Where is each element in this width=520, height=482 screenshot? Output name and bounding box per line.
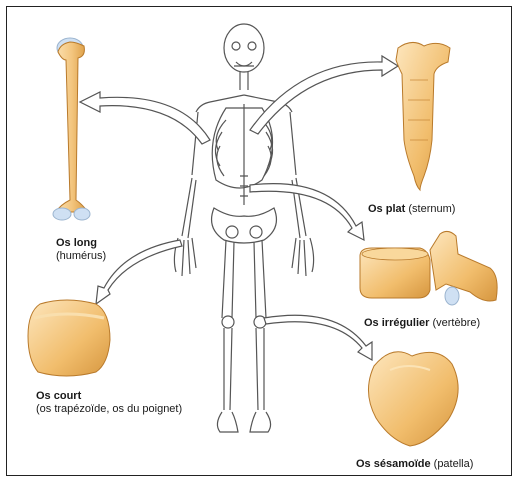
label-irregular-bone-detail: (vertèbre) — [432, 317, 480, 329]
arrow-sesamoid-bone — [264, 315, 372, 360]
patella-bone — [368, 352, 458, 446]
label-sesamoid-bone: Os sésamoïde (patella) — [356, 458, 473, 471]
label-long-bone: Os long (humérus) — [56, 237, 106, 263]
label-short-bone: Os court (os trapézoïde, os du poignet) — [36, 390, 182, 416]
label-long-bone-detail: (humérus) — [56, 250, 106, 262]
skeleton-figure — [174, 24, 313, 432]
label-flat-bone-detail: (sternum) — [408, 203, 455, 215]
label-long-bone-name: Os long — [56, 237, 97, 249]
label-short-bone-name: Os court — [36, 390, 81, 402]
arrows — [80, 56, 398, 360]
humerus-bone — [53, 38, 90, 220]
label-short-bone-detail: (os trapézoïde, os du poignet) — [36, 403, 182, 415]
arrow-long-bone — [80, 92, 210, 144]
trapezoid-bone — [28, 300, 110, 376]
label-flat-bone-name: Os plat — [368, 203, 405, 215]
label-sesamoid-bone-name: Os sésamoïde — [356, 458, 431, 470]
label-sesamoid-bone-detail: (patella) — [434, 458, 474, 470]
sternum-bone — [396, 42, 450, 190]
vertebra-bone — [360, 231, 497, 305]
label-irregular-bone-name: Os irrégulier — [364, 317, 429, 329]
label-irregular-bone: Os irrégulier (vertèbre) — [364, 317, 480, 330]
label-flat-bone: Os plat (sternum) — [368, 203, 455, 216]
arrow-flat-bone — [250, 56, 398, 134]
arrow-short-bone — [96, 240, 182, 304]
